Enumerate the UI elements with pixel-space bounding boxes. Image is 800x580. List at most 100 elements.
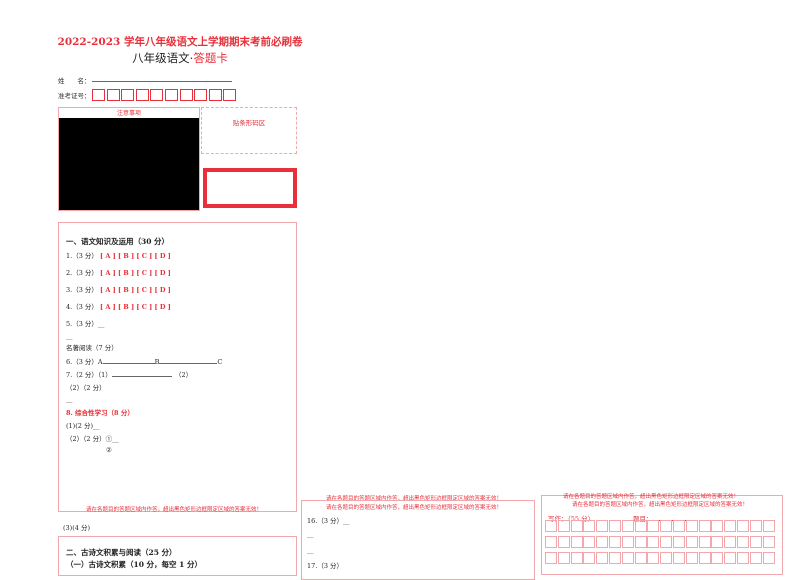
writing-grid-cell[interactable]: [724, 552, 737, 564]
id-digit-box[interactable]: [179, 89, 193, 101]
writing-grid-cell[interactable]: [749, 520, 762, 532]
writing-grid-cell[interactable]: [609, 536, 621, 548]
answer-dash: __: [307, 530, 314, 538]
writing-grid-cell[interactable]: [621, 552, 634, 564]
writing-grid-cell[interactable]: [634, 520, 647, 532]
question-5[interactable]: 5.（3 分）__: [66, 320, 105, 328]
section1-heading: 一、语文知识及运用（30 分）: [66, 237, 170, 246]
mc-question-1[interactable]: 1.（3 分） [ A ] [ B ] [ C ] [ D ]: [66, 252, 171, 260]
middle-boundary-warning: 请在各题目的答题区域内作答，超出黑色矩形边框限定区域的答案无效！: [326, 496, 503, 502]
mc-question-3[interactable]: 3.（3 分） [ A ] [ B ] [ C ] [ D ]: [66, 286, 171, 294]
id-digit-box[interactable]: [165, 89, 178, 101]
writing-grid-cell[interactable]: [685, 552, 698, 564]
writing-grid-cell[interactable]: [737, 536, 749, 548]
writing-grid-cell[interactable]: [545, 536, 557, 548]
writing-grid-cell[interactable]: [711, 552, 724, 564]
writing-grid-cell[interactable]: [737, 552, 749, 564]
section2-heading: 二、古诗文积累与阅读（25 分）: [66, 548, 177, 557]
writing-grid-cell[interactable]: [698, 552, 711, 564]
writing-grid-cell[interactable]: [673, 520, 685, 532]
writing-grid-cell[interactable]: [557, 520, 570, 532]
left-boundary-warning: 请在各题目的答题区域内作答，超出黑色矩形边框限定区域的答案无效！: [86, 507, 263, 513]
right-boundary-warning: 请在各题目的答题区域内作答，超出黑色矩形边框限定区域的答案无效！: [563, 494, 740, 500]
writing-grid-cell[interactable]: [660, 536, 673, 548]
right-boundary-warning-inner: 请在各题目的答题区域内作答，超出黑色矩形边框限定区域的答案无效！: [572, 502, 749, 508]
writing-grid-cell[interactable]: [634, 536, 647, 548]
answer-dash: __: [66, 332, 73, 340]
question-7[interactable]: 7.（2 分）（1） （2）: [66, 371, 193, 379]
mc-options-3: [ A ] [ B ] [ C ] [ D ]: [99, 286, 171, 294]
mc-question-2[interactable]: 2.（3 分） [ A ] [ B ] [ C ] [ D ]: [66, 269, 171, 277]
question-16[interactable]: 16.（3 分）__: [307, 517, 350, 525]
absent-mark-box[interactable]: [203, 168, 297, 208]
writing-grid-cell[interactable]: [660, 552, 673, 564]
writing-grid-cell[interactable]: [557, 552, 570, 564]
id-digit-box[interactable]: [194, 89, 208, 101]
writing-grid-cell[interactable]: [673, 536, 685, 548]
writing-grid-cell[interactable]: [583, 536, 596, 548]
question-17[interactable]: 17.（3 分）: [307, 562, 344, 570]
writing-grid[interactable]: [545, 520, 777, 566]
writing-grid-cell[interactable]: [647, 520, 660, 532]
mc-question-4[interactable]: 4.（3 分） [ A ] [ B ] [ C ] [ D ]: [66, 303, 171, 311]
writing-grid-cell[interactable]: [545, 552, 557, 564]
id-digit-box[interactable]: [223, 89, 237, 101]
writing-grid-cell[interactable]: [724, 536, 737, 548]
writing-grid-cell[interactable]: [724, 520, 737, 532]
question-8[interactable]: 8. 综合性学习（8 分）: [66, 409, 134, 417]
writing-grid-cell[interactable]: [570, 520, 583, 532]
writing-grid-cell[interactable]: [762, 536, 775, 548]
question-8-2-item-2[interactable]: ②: [106, 446, 112, 454]
writing-grid-cell[interactable]: [609, 520, 621, 532]
writing-grid-cell[interactable]: [596, 552, 609, 564]
q5-dash: __: [97, 320, 105, 328]
writing-grid-cell[interactable]: [685, 536, 698, 548]
id-digit-box[interactable]: [106, 89, 120, 101]
writing-grid-cell[interactable]: [711, 520, 724, 532]
writing-grid-cell[interactable]: [698, 536, 711, 548]
notice-box: [58, 107, 200, 211]
writing-grid-cell[interactable]: [583, 552, 596, 564]
writing-grid-cell[interactable]: [749, 552, 762, 564]
writing-grid-cell[interactable]: [621, 536, 634, 548]
writing-grid-cell[interactable]: [583, 520, 596, 532]
id-digit-box[interactable]: [92, 89, 105, 101]
writing-grid-cell[interactable]: [762, 552, 775, 564]
writing-grid-cell[interactable]: [762, 520, 775, 532]
subtitle-accent: 答题卡: [193, 51, 228, 65]
id-label: 准考证号：: [58, 92, 91, 100]
name-label: 姓 名：: [58, 77, 91, 85]
id-digit-box[interactable]: [135, 89, 149, 101]
id-digit-box[interactable]: [208, 89, 222, 101]
id-digit-box[interactable]: [150, 89, 164, 101]
barcode-area: [201, 107, 297, 154]
writing-grid-cell[interactable]: [557, 536, 570, 548]
question-8-2[interactable]: （2）（2 分）①__: [66, 435, 119, 443]
writing-grid-cell[interactable]: [621, 520, 634, 532]
name-field[interactable]: [92, 81, 232, 82]
question-8-1[interactable]: (1)(2 分)__: [66, 422, 100, 430]
writing-grid-cell[interactable]: [647, 536, 660, 548]
writing-grid-cell[interactable]: [634, 552, 647, 564]
writing-grid-cell[interactable]: [609, 552, 621, 564]
barcode-label: 贴条形码区: [232, 119, 266, 127]
writing-grid-cell[interactable]: [570, 536, 583, 548]
writing-grid-cell[interactable]: [711, 536, 724, 548]
writing-grid-cell[interactable]: [698, 520, 711, 532]
writing-grid-cell[interactable]: [596, 536, 609, 548]
writing-grid-cell[interactable]: [647, 552, 660, 564]
question-7-part-2[interactable]: （2）（2 分）: [66, 384, 106, 392]
writing-grid-cell[interactable]: [673, 552, 685, 564]
writing-grid-cell[interactable]: [570, 552, 583, 564]
writing-grid-cell[interactable]: [545, 520, 557, 532]
subtitle-main: 八年级语文·: [132, 51, 194, 65]
writing-grid-cell[interactable]: [737, 520, 749, 532]
writing-grid-cell[interactable]: [685, 520, 698, 532]
writing-grid-cell[interactable]: [660, 520, 673, 532]
writing-grid-cell[interactable]: [749, 536, 762, 548]
writing-grid-cell[interactable]: [596, 520, 609, 532]
id-digit-box[interactable]: [121, 89, 135, 101]
question-8-3[interactable]: (3)(4 分): [63, 524, 90, 532]
writing-heading: 写作：（55 分）: [548, 515, 595, 523]
